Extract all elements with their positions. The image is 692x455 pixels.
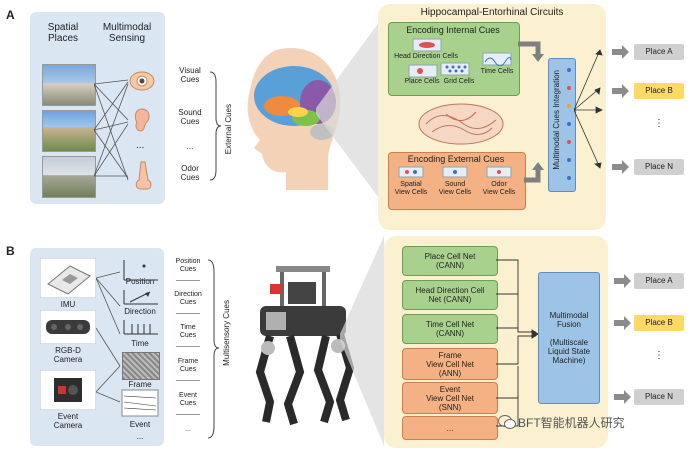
direction-output-label: Direction xyxy=(124,307,156,316)
zoom-trapezoid-a xyxy=(316,10,388,210)
multisensory-cues-label: Multisensory Cues xyxy=(222,300,231,366)
place-b-ellipsis: ⋮ xyxy=(654,350,664,361)
place-cells-icon xyxy=(408,64,438,78)
time-graph xyxy=(123,320,158,335)
watermark-text: BFT智能机器人研究 xyxy=(518,416,625,430)
place-photo-1 xyxy=(42,64,96,106)
spatial-places-title: Spatial Places xyxy=(47,22,79,44)
event-camera-label: Event Camera xyxy=(53,412,83,430)
time-cells-label: Time Cells xyxy=(480,68,514,75)
circuit-title: Hippocampal-Entorhinal Circuits xyxy=(420,7,564,18)
encoding-external-title: Encoding External Cues xyxy=(407,154,505,164)
hippocampus-icon xyxy=(418,103,504,145)
sound-view-cells-label: Sound View Cells xyxy=(438,181,472,196)
sensing-ellipsis: ... xyxy=(136,140,145,151)
frame-image xyxy=(122,352,160,380)
position-output-label: Position xyxy=(125,277,155,286)
more-nets: ... xyxy=(402,416,498,440)
odor-cues-label: Odor Cues xyxy=(180,164,200,182)
output-ellipsis: ... xyxy=(136,432,144,441)
encoding-internal-title: Encoding Internal Cues xyxy=(406,25,500,35)
event-cues-label: Event Cues xyxy=(179,392,197,407)
time-cues-label: Time Cues xyxy=(179,324,197,339)
odor-view-cells-label: Odor View Cells xyxy=(482,181,516,196)
integration-bar xyxy=(548,58,576,192)
time-cue-graph xyxy=(176,342,200,347)
frame-cue-graph xyxy=(176,376,200,381)
rgbd-camera-label: RGB-D Camera xyxy=(53,346,83,364)
grid-cells-label: Grid Cells xyxy=(443,78,475,85)
panel-b-label: B xyxy=(6,244,15,258)
place-cell-net: Place Cell Net (CANN) xyxy=(402,246,498,276)
cues-brace xyxy=(209,71,222,181)
frame-output-label: Frame xyxy=(128,380,152,389)
brain-icon xyxy=(247,48,341,190)
integration-output-arrows xyxy=(574,49,603,169)
place-cells-label: Place Cells xyxy=(404,78,440,85)
wechat-icon xyxy=(498,415,516,429)
odor-view-cells-icon xyxy=(486,166,512,178)
to-fusion-arrows xyxy=(496,259,539,427)
frame-cues-label: Frame Cues xyxy=(177,358,199,373)
place-a-ellipsis: ⋮ xyxy=(654,118,664,129)
imu-label: IMU xyxy=(60,300,76,309)
cues-ellipsis: ... xyxy=(186,142,194,151)
event-view-cell-net: Event View Cell Net (SNN) xyxy=(402,382,498,414)
sound-cues-label: Sound Cues xyxy=(178,108,202,126)
head-direction-cells-label: Head Direction Cells xyxy=(394,53,458,60)
place-b-n: Place N xyxy=(634,389,684,405)
cues-b-ellipsis: ... xyxy=(185,426,191,433)
time-output-label: Time xyxy=(131,339,149,348)
event-cue-graph xyxy=(176,410,200,415)
visual-cues-label: Visual Cues xyxy=(179,66,201,84)
multimodal-fusion-box: Multimodal Fusion (Multiscale Liquid Sta… xyxy=(538,272,600,404)
external-cues-label: External Cues xyxy=(224,104,233,155)
eye-icon xyxy=(129,71,155,91)
direction-cue-graph xyxy=(176,309,200,314)
place-a-a: Place A xyxy=(634,44,684,60)
place-a-n: Place N xyxy=(634,159,684,175)
sound-view-cells-icon xyxy=(442,166,468,178)
place-b-a: Place A xyxy=(634,273,684,289)
grid-cells-icon xyxy=(440,62,470,76)
frame-view-cell-net: Frame View Cell Net (ANN) xyxy=(402,348,498,380)
cues-b-brace xyxy=(207,259,220,439)
encoding-external-box xyxy=(388,152,526,210)
position-cues-label: Position Cues xyxy=(175,258,201,273)
event-camera-icon xyxy=(40,370,96,410)
place-photo-3 xyxy=(42,156,96,198)
ear-icon xyxy=(134,108,150,132)
multimodal-sensing-title: Multimodal Sensing xyxy=(102,22,152,44)
head-direction-cell-net: Head Direction Cell Net (CANN) xyxy=(402,280,498,310)
event-graph xyxy=(121,389,159,417)
time-cell-net: Time Cell Net (CANN) xyxy=(402,314,498,344)
event-output-label: Event xyxy=(129,420,151,429)
place-arrows-b xyxy=(614,274,631,404)
direction-graph xyxy=(123,290,158,305)
panel-a-label: A xyxy=(6,8,15,22)
photo-to-sensor-arrows xyxy=(94,79,129,181)
place-photo-2 xyxy=(42,110,96,152)
sensor-output-arrows xyxy=(96,271,121,403)
position-graph xyxy=(123,260,158,281)
spatial-view-cells-label: Spatial View Cells xyxy=(394,181,428,196)
integration-dots xyxy=(567,68,571,180)
robot-dog-icon xyxy=(255,266,355,426)
to-integration-arrows xyxy=(518,41,544,183)
position-cue-graph xyxy=(176,276,200,281)
time-cells-icon xyxy=(482,52,512,66)
nose-icon xyxy=(135,161,152,190)
place-b-b: Place B xyxy=(634,315,684,331)
place-arrows-a xyxy=(612,45,629,174)
integration-label: Multimodal Cues Integration xyxy=(552,70,561,170)
imu-icon xyxy=(40,258,96,298)
zoom-trapezoid-b xyxy=(340,236,384,446)
rgbd-camera-icon xyxy=(40,310,96,344)
spatial-view-cells-icon xyxy=(398,166,424,178)
head-direction-cells-icon xyxy=(412,38,442,52)
place-a-b: Place B xyxy=(634,83,684,99)
direction-cues-label: Direction Cues xyxy=(174,291,202,306)
